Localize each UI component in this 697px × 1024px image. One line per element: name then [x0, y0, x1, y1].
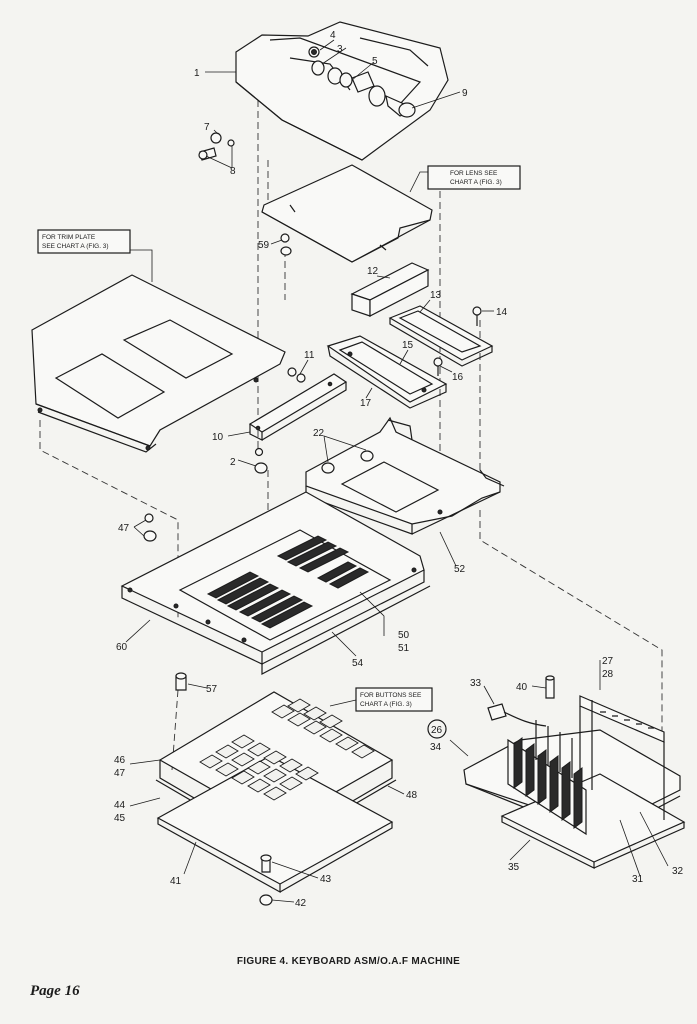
fastener-59: [280, 233, 292, 256]
part-label-4: 4: [330, 30, 336, 41]
buttons-callout-line-2: CHART A (FIG. 3): [360, 701, 412, 708]
part-label-33: 33: [470, 678, 482, 689]
lens-callout: FOR LENS SEE CHART A (FIG. 3): [427, 165, 521, 190]
part-label-10: 10: [212, 432, 224, 443]
part-label-59: 59: [258, 240, 270, 251]
base-plate: [120, 491, 431, 675]
relay-blocks: [513, 711, 654, 829]
part-label-15: 15: [402, 340, 414, 351]
trim-plate-callout-line-1: FOR TRIM PLATE: [42, 234, 96, 241]
part-label-47-keyboard: 47: [114, 768, 126, 779]
buttons-callout: FOR BUTTONS SEE CHART A (FIG. 3): [355, 687, 433, 712]
part-label-46: 46: [114, 755, 126, 766]
page-number: Page 16: [30, 983, 80, 999]
part-label-13: 13: [430, 290, 442, 301]
part-label-11: 11: [304, 350, 315, 361]
screw-11: [287, 367, 306, 383]
part-label-43: 43: [320, 874, 332, 885]
part-label-51: 51: [398, 643, 410, 654]
part-label-9: 9: [462, 88, 468, 99]
studs-22: [321, 450, 374, 474]
part-label-8: 8: [230, 166, 236, 177]
part-label-28: 28: [602, 669, 614, 680]
lens-callout-line-1: FOR LENS SEE: [450, 170, 498, 177]
screw-16: [433, 357, 443, 376]
nuts-42-43: [259, 854, 273, 906]
part-label-3: 3: [337, 44, 343, 55]
trim-plate-callout-line-2: SEE CHART A (FIG. 3): [42, 243, 109, 250]
frame-52: [305, 416, 505, 535]
part-label-34: 34: [430, 742, 442, 753]
bracket-13: [388, 305, 494, 367]
part-label-27: 27: [602, 656, 614, 667]
part-label-50: 50: [398, 630, 410, 641]
bracket-10: [248, 373, 348, 441]
trim-plate: [31, 274, 286, 453]
part-label-54: 54: [352, 658, 364, 669]
part-label-2: 2: [230, 457, 236, 468]
part-label-32: 32: [672, 866, 684, 877]
part-label-48: 48: [406, 790, 418, 801]
part-label-40: 40: [516, 682, 528, 693]
leader-lines: [92, 39, 669, 903]
figure-caption: FIGURE 4. KEYBOARD ASM/O.A.F MACHINE: [236, 956, 461, 967]
part-label-7: 7: [204, 122, 210, 133]
switch-parts-3-5: [308, 46, 416, 118]
part-label-42: 42: [295, 898, 307, 909]
part-label-14: 14: [496, 307, 508, 318]
part-label-26: 26: [431, 725, 443, 736]
part-number-labels: 1 2 3 4 5 7 8 9 10 11 12 13 14 15 16 17 …: [114, 30, 684, 909]
top-cover-housing: [235, 21, 449, 161]
screw-7-8: [198, 132, 235, 161]
connector-33-40: [487, 675, 555, 727]
lens-plate: [261, 164, 433, 263]
part-label-44: 44: [114, 800, 126, 811]
part-label-47: 47: [118, 523, 130, 534]
part-label-16: 16: [452, 372, 464, 383]
part-label-1: 1: [194, 68, 200, 79]
part-label-45: 45: [114, 813, 126, 824]
bar-12: [350, 262, 430, 317]
buttons-callout-line-1: FOR BUTTONS SEE: [360, 692, 422, 699]
bracket-15-17: [326, 335, 448, 409]
part-26-circle: [427, 719, 447, 739]
keycaps: [199, 698, 375, 801]
screw-14: [472, 306, 482, 326]
part-label-31: 31: [632, 874, 644, 885]
key-slots: [206, 535, 370, 629]
part-label-17: 17: [360, 398, 372, 409]
part-label-60: 60: [116, 642, 128, 653]
trim-plate-callout: FOR TRIM PLATE SEE CHART A (FIG. 3): [37, 229, 131, 254]
part-label-52: 52: [454, 564, 466, 575]
part-label-22: 22: [313, 428, 325, 439]
part-label-35: 35: [508, 862, 520, 873]
part-label-5: 5: [372, 56, 378, 67]
part-label-41: 41: [170, 876, 182, 887]
part-label-12: 12: [367, 266, 379, 277]
part-label-57: 57: [206, 684, 218, 695]
nut-2: [254, 447, 268, 474]
lens-callout-line-2: CHART A (FIG. 3): [450, 179, 502, 186]
